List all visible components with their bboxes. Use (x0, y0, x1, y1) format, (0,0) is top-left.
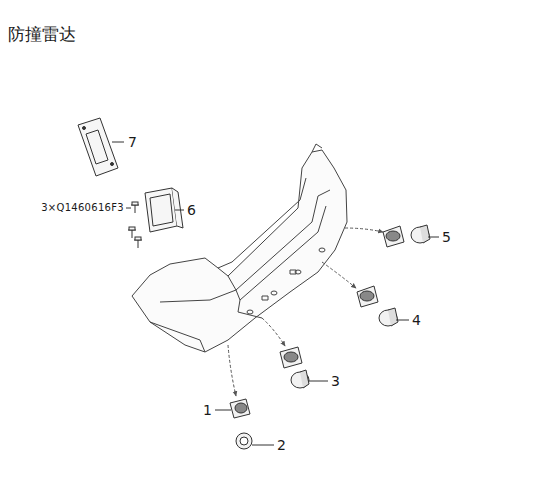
bumper-outline (132, 150, 347, 352)
diagram-title: 防撞雷达 (8, 26, 76, 43)
screw (128, 227, 136, 238)
bumper-clip (312, 144, 322, 152)
leader-line (252, 445, 274, 446)
leader-line (308, 381, 328, 382)
callout-number: 5 (442, 230, 451, 244)
bumper-edge (150, 322, 205, 352)
callout-number: 2 (277, 438, 286, 452)
callout-number: 4 (412, 313, 421, 327)
sensor-hole (247, 310, 253, 314)
bumper-edge (238, 300, 262, 318)
bumper-edge (160, 290, 236, 302)
control-module (172, 188, 183, 228)
sensor-holder (383, 226, 404, 247)
control-module (150, 194, 173, 226)
sensor-holder (357, 286, 378, 307)
sensor-hole (319, 248, 325, 252)
sensor (411, 225, 430, 243)
sensor-holder (230, 399, 250, 418)
leader-line (215, 410, 231, 411)
leader-line (428, 237, 439, 238)
bumper-edge (236, 206, 326, 300)
assembly-arrow (345, 228, 383, 232)
screw (131, 202, 139, 213)
callout-number: 3 (331, 374, 340, 388)
screw (134, 237, 142, 248)
sensor-holder (280, 347, 302, 368)
sensor (379, 308, 398, 326)
plate-light (262, 296, 268, 300)
leader-line (126, 208, 131, 209)
callout-number: 7 (128, 135, 137, 149)
callout-number: 1 (203, 403, 212, 417)
bracket (78, 118, 118, 176)
plate-light (290, 270, 296, 274)
leader-line (112, 142, 124, 143)
assembly-arrow (262, 318, 285, 346)
fastener-code: 3×Q1460616F3 (41, 203, 124, 213)
leader-line (175, 210, 184, 211)
sensor-ring (236, 433, 252, 449)
sensor-hole (271, 291, 277, 295)
control-module (145, 188, 177, 232)
assembly-arrow (228, 345, 236, 396)
bumper-edge (228, 190, 330, 290)
callout-number: 6 (187, 203, 196, 217)
leader-line (396, 320, 409, 321)
assembly-arrow (322, 262, 356, 288)
bracket (86, 130, 108, 164)
sensor (291, 370, 309, 388)
